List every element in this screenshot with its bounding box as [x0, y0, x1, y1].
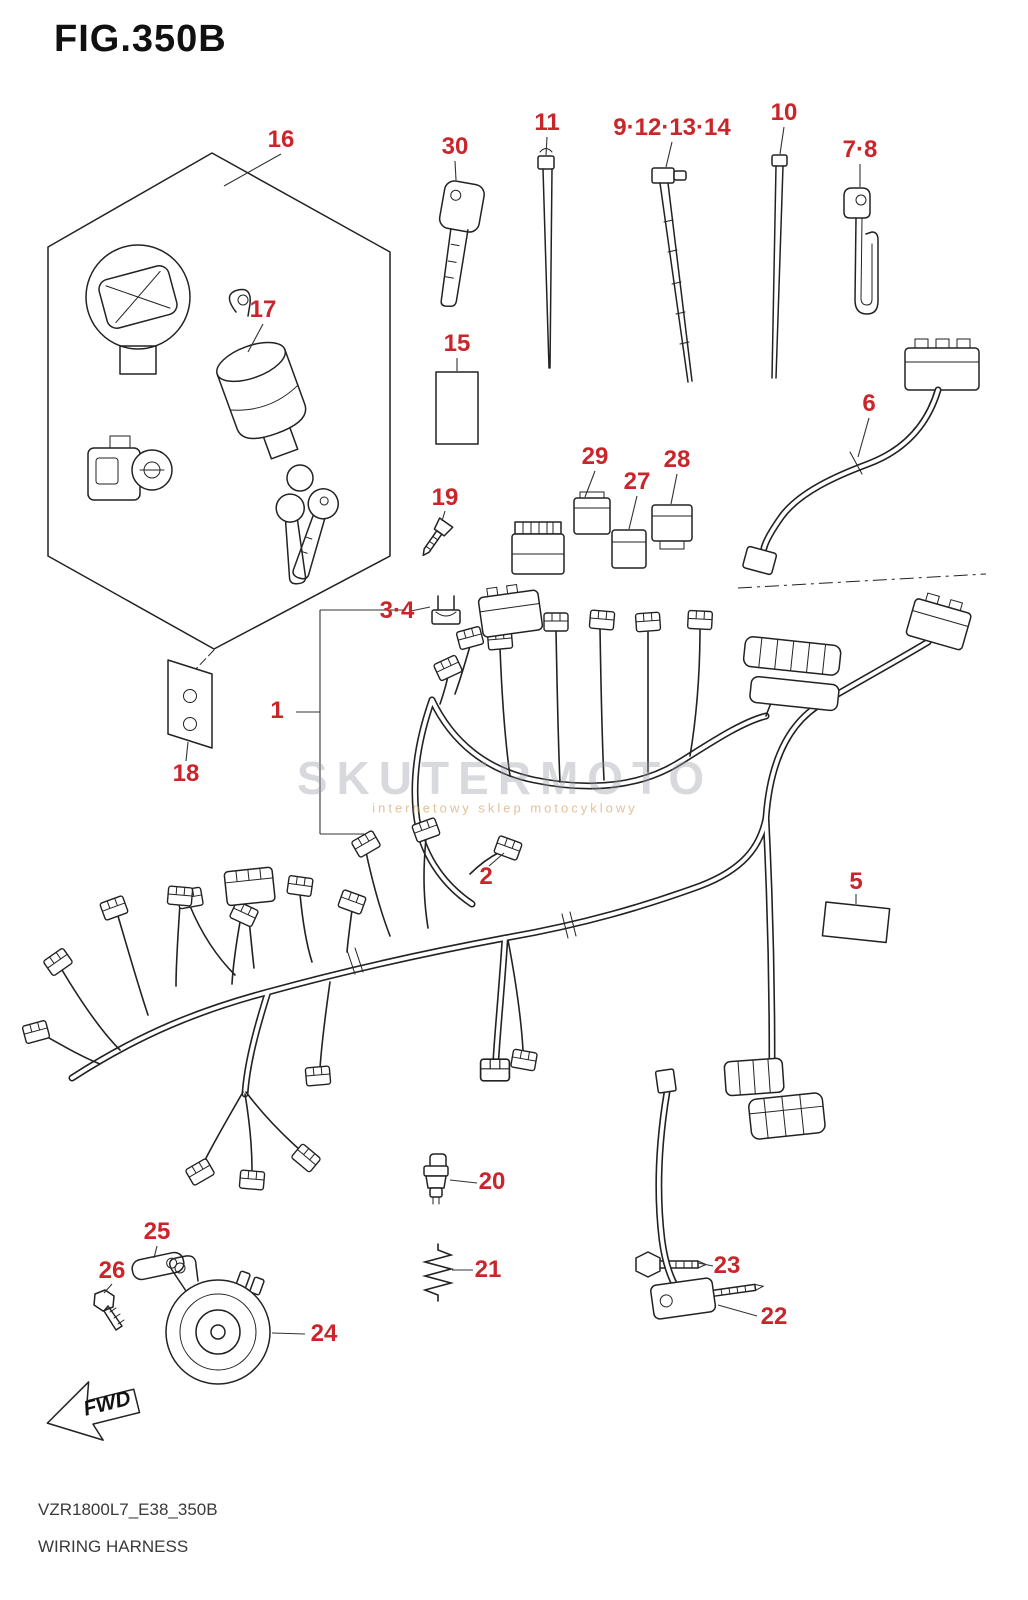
- cable-tie-drawing-10: [771, 154, 788, 379]
- connector-drawing-2: [492, 834, 524, 862]
- relay-cluster-drawing: [511, 491, 693, 575]
- switch-drawing-20: [423, 1153, 449, 1205]
- ignition-parts-box: [47, 152, 391, 673]
- ignition-switch-drawing: [216, 288, 340, 585]
- relay-drawing-27: [611, 529, 647, 569]
- relay-drawing-29: [573, 491, 611, 535]
- main-harness-drawing-1: [21, 583, 972, 1191]
- cable-tie-drawing-9-12-13-14: [651, 167, 693, 383]
- figure-title: FIG.350B: [54, 18, 227, 60]
- label-drawing-5: [821, 901, 891, 944]
- watermark-text: SKUTERMOTO: [296, 752, 714, 804]
- fwd-arrow: [46, 1381, 141, 1441]
- bolt-drawing-26: [93, 1289, 125, 1331]
- switch-drawing-22: [650, 1068, 765, 1320]
- watermark-subtext: internetowy sklep motocyklowy: [372, 800, 638, 816]
- clamp-drawing-7-8: [843, 187, 879, 315]
- relay-drawing-28: [651, 504, 693, 550]
- leader-lines: [103, 126, 870, 1335]
- spring-drawing-21: [421, 1243, 455, 1302]
- label-drawing-15: [435, 371, 479, 445]
- fuse-drawing-3-4: [431, 595, 461, 625]
- lock-cap-drawing: [85, 244, 191, 501]
- key-blank-drawing: [438, 180, 485, 307]
- centerline: [737, 573, 987, 589]
- contact-drawing-25: [131, 1251, 185, 1281]
- cable-tie-drawing-11: [537, 148, 555, 369]
- lead-wire-drawing-6: [742, 338, 980, 576]
- figure-name: WIRING HARNESS: [38, 1537, 189, 1556]
- screw-drawing-19: [422, 517, 454, 557]
- horn-drawing-24: [165, 1255, 271, 1385]
- bracket-drawing-18: [167, 659, 213, 749]
- figure-code: VZR1800L7_E38_350B: [38, 1500, 218, 1519]
